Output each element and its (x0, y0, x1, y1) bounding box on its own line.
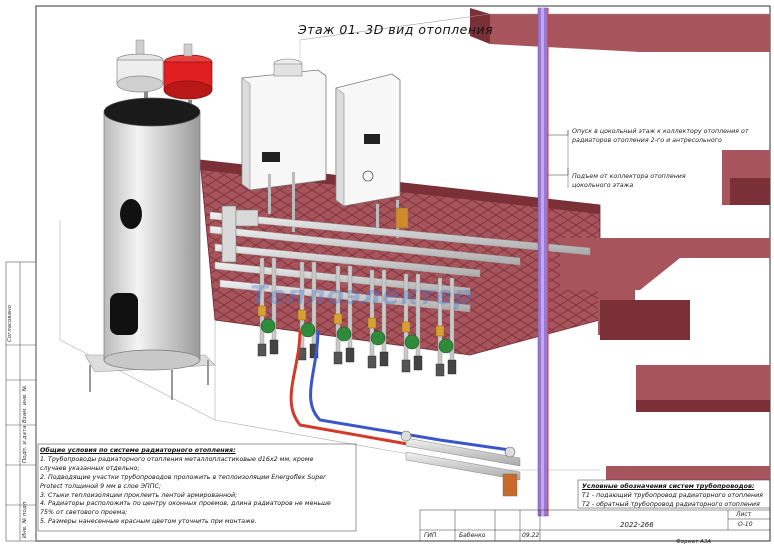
legend-code: Т1 - (582, 492, 595, 499)
stamp-sheet-no: О-10 (738, 521, 753, 528)
general-conditions: Общие условия по системе радиаторного от… (40, 447, 340, 527)
note-descent: Опуск в цокольный этаж к коллектору отоп… (572, 128, 749, 144)
legend-text: обратный трубопровод радиаторного отопле… (596, 501, 760, 508)
pipe-legend: Условные обозначения систем трубопроводо… (582, 482, 772, 509)
return-pipe-t2 (309, 329, 511, 452)
drawing-title: Этаж 01. 3D вид отопления (298, 22, 494, 37)
expansion-vessel-red (163, 43, 213, 116)
legend-item-t1: Т1 - подающий трубопровод радиаторного о… (582, 491, 772, 500)
pump-group (333, 265, 355, 365)
side-label-sign: Подп. и дата (22, 425, 28, 463)
hydraulic-separator (221, 205, 237, 263)
condition-item: 3. Стыки теплоизоляции проклеить лентой … (40, 491, 238, 499)
supply-pipe-t1 (289, 329, 501, 458)
side-label-replace: Взам. инв. № (22, 385, 28, 423)
condition-item: 2. Подводящие участки трубопроводов прол… (40, 473, 326, 490)
water-heater-tank (84, 97, 216, 400)
stamp-format: Формат А3А (676, 539, 712, 545)
condition-item: 4. Радиаторы расположить по центру оконн… (40, 500, 331, 517)
gas-boiler (241, 58, 327, 232)
general-conditions-title: Общие условия по системе радиаторного от… (40, 447, 236, 454)
condition-item: 1. Трубопроводы радиаторного отопления м… (40, 455, 314, 472)
stamp-date: 09.22 (522, 532, 540, 539)
conditions-box (37, 443, 357, 532)
wall-top-right (490, 14, 770, 52)
legend-text: подающий трубопровод радиаторного отопле… (596, 492, 763, 499)
note-rise: Подъем от коллектора отопления цокольног… (572, 173, 686, 189)
legend-code: Т2 - (582, 501, 595, 508)
stamp-name: Бабенко (459, 532, 486, 539)
binding-strip (5, 261, 37, 542)
pump-group (401, 273, 423, 373)
pump-group (257, 257, 279, 357)
stamp-sheet-label: Лист (736, 511, 752, 518)
pump-group (367, 269, 389, 369)
stamp-gip: ГИП (424, 532, 437, 539)
side-label-agreed: Согласовано (7, 305, 13, 342)
legend-box (577, 479, 771, 509)
side-label-inv: Инв. № подл. (22, 500, 28, 538)
floor-manifold (400, 430, 521, 497)
condition-item: 5. Размеры нанесенные красным цветом уто… (40, 518, 257, 526)
legend-title: Условные обозначения систем трубопроводо… (582, 483, 755, 490)
wall-lower-right (636, 365, 770, 400)
pump-groups (257, 257, 457, 377)
watermark-text: Теплоэлектер (250, 281, 474, 311)
pump-group (297, 261, 319, 361)
pump-group (435, 277, 457, 377)
valve-yellow (395, 207, 409, 229)
title-block (419, 509, 771, 542)
wall-mid-right (560, 238, 770, 290)
expansion-vessel-white (116, 39, 164, 100)
stamp-doc: 2022-266 (620, 521, 654, 529)
legend-item-t2: Т2 - обратный трубопровод радиаторного о… (582, 500, 772, 509)
